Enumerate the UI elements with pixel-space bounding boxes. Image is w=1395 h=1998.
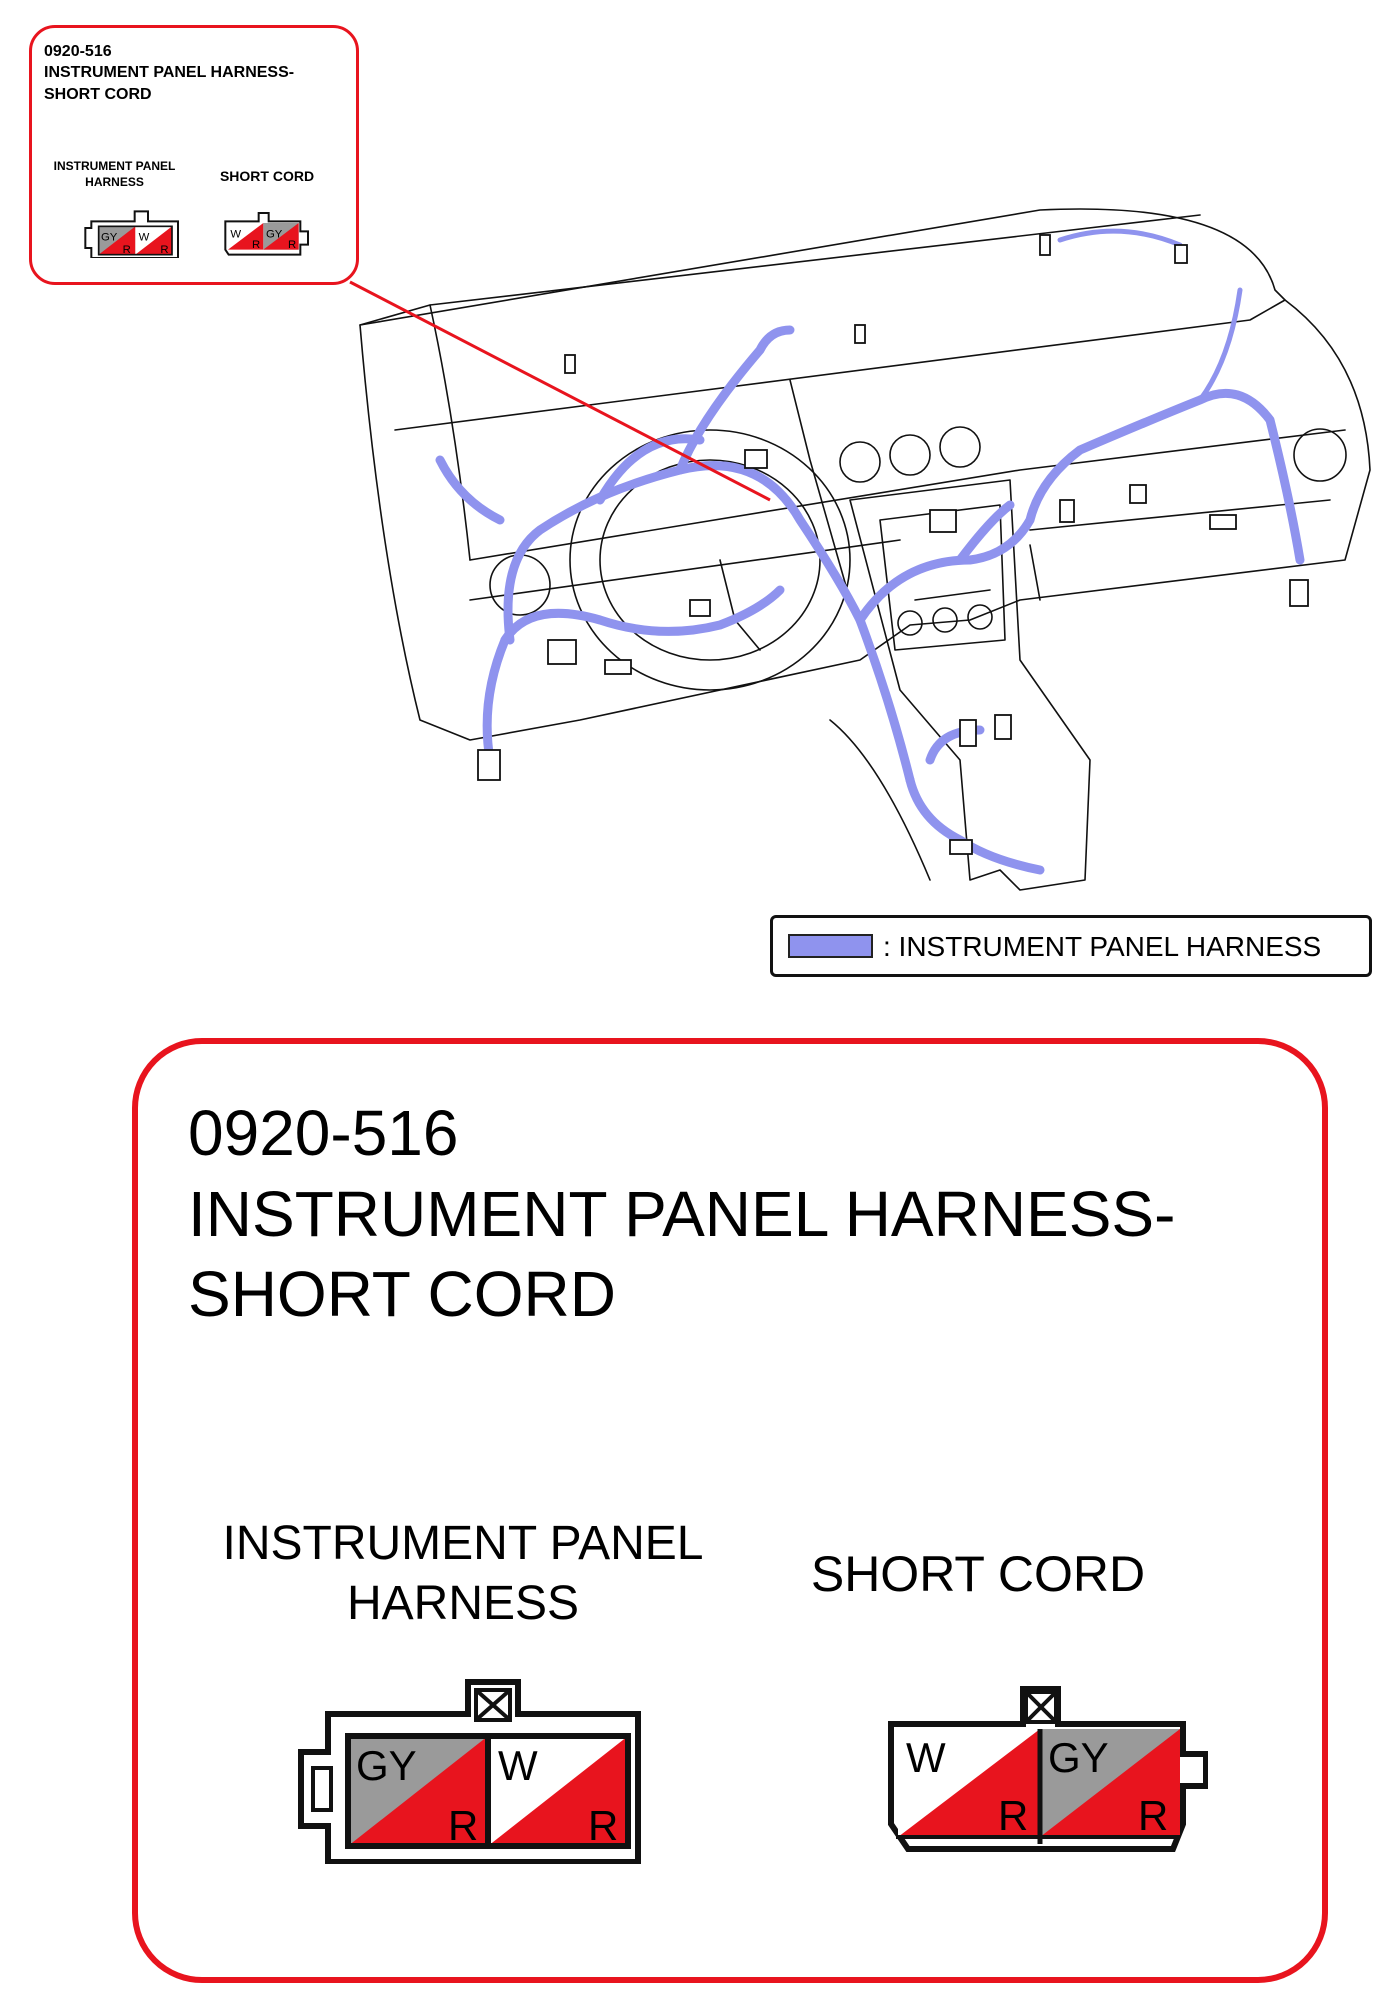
- part-code: 0920-516: [188, 1097, 459, 1169]
- connector-a-lock-icon: [474, 1688, 512, 1722]
- a-cell-2-top: W: [498, 1742, 538, 1789]
- cluster-bezel: [569, 429, 851, 691]
- small-b-cell-1-bottom: R: [252, 239, 260, 251]
- small-b-cell-2-top: GY: [266, 228, 283, 240]
- connector-a-diagram: GY R W R: [298, 1679, 641, 1864]
- vent-3: [939, 426, 981, 468]
- center-console: [849, 479, 1091, 891]
- connector-b-label: SHORT CORD: [810, 1546, 1146, 1602]
- connector-callout-small: 0920-516 INSTRUMENT PANEL HARNESS- SHORT…: [29, 25, 359, 285]
- small-connector-b: W R GY R: [224, 212, 309, 256]
- a-cell-1-top: GY: [356, 1742, 417, 1789]
- small-part-title: INSTRUMENT PANEL HARNESS- SHORT CORD: [44, 64, 295, 103]
- b-cell-1-bottom: R: [998, 1792, 1028, 1839]
- small-connector-b-label: SHORT CORD: [219, 168, 315, 184]
- b-cell-2-bottom: R: [1138, 1792, 1168, 1839]
- b-cell-2-top: GY: [1048, 1734, 1109, 1781]
- small-part-code: 0920-516: [44, 43, 112, 60]
- b-cell-1-top: W: [906, 1734, 946, 1781]
- a-cell-2-bottom: R: [588, 1802, 618, 1849]
- part-title: INSTRUMENT PANEL HARNESS- SHORT CORD: [188, 1178, 1176, 1330]
- callout-leader-line: [349, 280, 771, 502]
- dashboard-illustration: [349, 208, 1371, 891]
- connector-b-lock-icon: [1024, 1690, 1058, 1724]
- small-connector-a: GY R W R: [84, 210, 179, 258]
- small-b-cell-2-bottom: R: [288, 239, 296, 251]
- connector-callout-large: 0920-516 INSTRUMENT PANEL HARNESS- SHORT…: [132, 1038, 1328, 1983]
- small-b-cell-1-top: W: [230, 228, 241, 240]
- legend-label: : INSTRUMENT PANEL HARNESS: [883, 931, 1322, 962]
- harness-color-swatch: [788, 934, 873, 958]
- dashboard-outline: [359, 208, 1371, 741]
- small-connector-a-label: INSTRUMENT PANEL HARNESS: [53, 159, 176, 189]
- connector-b-diagram: W R GY R: [888, 1686, 1208, 1852]
- vent-1: [839, 441, 881, 483]
- right-vent: [1293, 428, 1347, 482]
- vent-2: [889, 434, 931, 476]
- harness-legend: : INSTRUMENT PANEL HARNESS: [770, 915, 1372, 977]
- a-cell-1-bottom: R: [448, 1802, 478, 1849]
- small-a-cell-1-bottom: R: [123, 244, 131, 256]
- small-a-cell-1-top: GY: [101, 232, 118, 244]
- instrument-panel-harness: [435, 228, 1305, 875]
- small-a-cell-2-bottom: R: [160, 244, 168, 256]
- connector-a-label: INSTRUMENT PANEL HARNESS: [222, 1517, 704, 1630]
- small-a-cell-2-top: W: [139, 232, 150, 244]
